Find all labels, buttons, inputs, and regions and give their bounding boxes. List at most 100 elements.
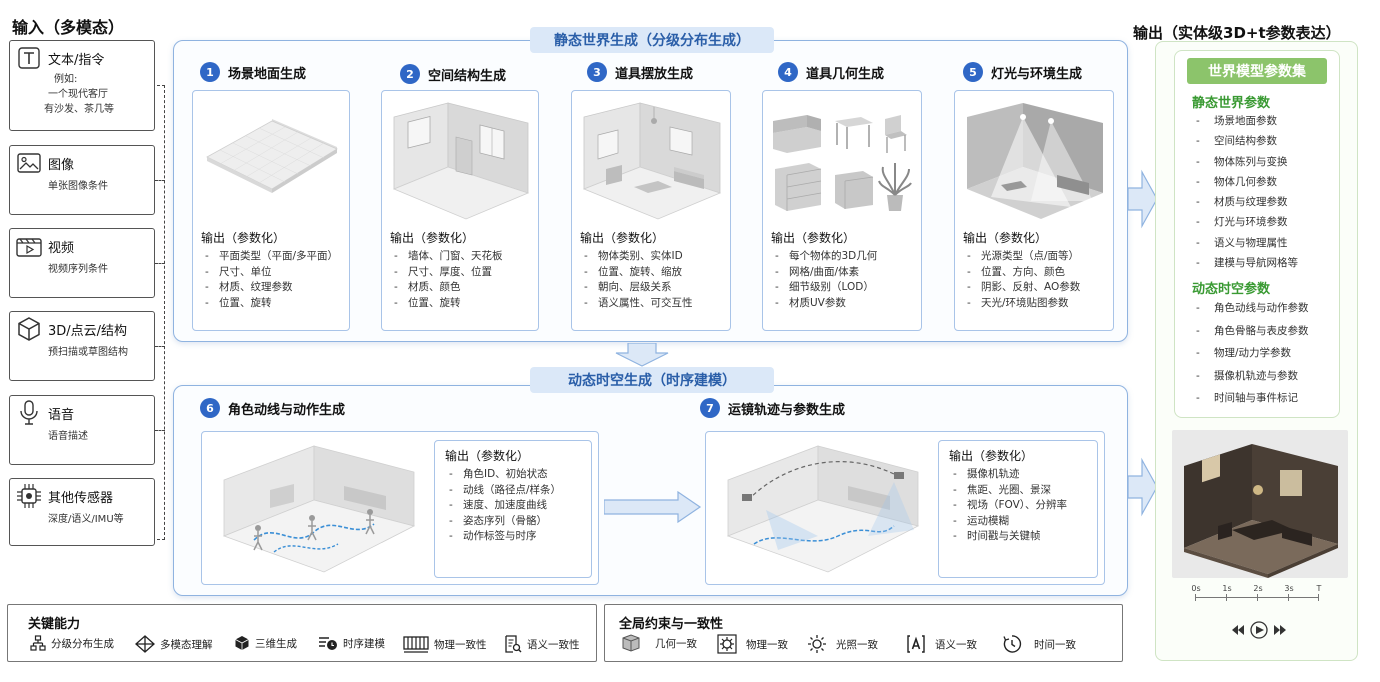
step-head-4: 4 道具几何生成 <box>778 62 884 82</box>
output-title: 输出（参数化） <box>963 231 1048 245</box>
param-item: 时间轴与事件标记 <box>1196 388 1309 411</box>
bracket-tick <box>155 346 165 347</box>
step-box-props[interactable]: 输出（参数化） 物体类别、实体ID 位置、旋转、缩放 朝向、层级关系 语义属性、… <box>571 90 731 331</box>
constraint-label: 时间一致 <box>1034 638 1076 651</box>
output-item: 时间戳与关键帧 <box>949 529 1087 545</box>
key-capabilities-title: 关键能力 <box>28 617 81 632</box>
step-head-5: 5 灯光与环境生成 <box>963 62 1082 82</box>
capability-item: 三维生成 <box>234 635 297 651</box>
camera-trajectory-illustration <box>726 445 920 573</box>
step-head-2: 2 空间结构生成 <box>400 64 506 84</box>
video-icon <box>16 234 42 258</box>
playback-controls[interactable] <box>1228 620 1290 640</box>
input-card-desc: 深度/语义/IMU等 <box>48 514 124 525</box>
input-card-video[interactable]: 视频 视频序列条件 <box>9 228 155 298</box>
input-card-title: 视频 <box>48 240 75 256</box>
bracket-tick <box>155 180 165 181</box>
prop-geometry-illustration <box>773 115 912 211</box>
step-number: 7 <box>700 398 720 418</box>
step-title: 道具摆放生成 <box>615 66 694 82</box>
param-item: 物理/动力学参数 <box>1196 343 1309 366</box>
global-constraints-title: 全局约束与一致性 <box>619 617 724 632</box>
constraint-label: 几何一致 <box>655 637 697 650</box>
output-item: 姿态序列（骨骼） <box>445 514 581 530</box>
rewind-icon <box>1232 625 1244 635</box>
input-card-desc: 例如: <box>54 74 78 85</box>
step-box-camera[interactable]: 输出（参数化） 摄像机轨迹 焦距、光圈、景深 视场（FOV）、分辨率 运动模糊 … <box>705 431 1105 585</box>
step-head-6: 6 角色动线与动作生成 <box>200 398 345 418</box>
step-title: 灯光与环境生成 <box>991 66 1083 82</box>
output-title: 输出（参数化） <box>390 231 475 245</box>
capability-label: 语义一致性 <box>527 638 580 651</box>
input-card-title: 其他传感器 <box>48 490 114 506</box>
right-arrow-icon <box>604 490 702 524</box>
output-arrow-icon <box>1128 169 1158 229</box>
capability-label: 三维生成 <box>255 637 297 650</box>
output-title: 输出（参数化） <box>949 449 1034 463</box>
output-item: 速度、加速度曲线 <box>445 498 581 514</box>
input-card-voice[interactable]: 语音 语音描述 <box>9 395 155 465</box>
render-preview <box>1172 430 1348 578</box>
step-title: 角色动线与动作生成 <box>228 402 346 418</box>
step-box-character[interactable]: 输出（参数化） 角色ID、初始状态 动线（路径点/样条） 速度、加速度曲线 姿态… <box>201 431 599 585</box>
semantic-doc-icon <box>505 635 522 653</box>
step-number: 6 <box>200 398 220 418</box>
constraint-item: 语义一致 <box>906 634 977 654</box>
input-card-desc: 预扫描或草图结构 <box>48 347 128 358</box>
capability-item: 语义一致性 <box>504 635 580 653</box>
step-number: 5 <box>963 62 983 82</box>
inputs-title: 输入（多模态） <box>12 18 125 37</box>
down-arrow-icon <box>615 343 669 367</box>
lighting-illustration <box>967 103 1103 219</box>
static-params-head: 静态世界参数 <box>1192 96 1271 111</box>
input-card-text[interactable]: 文本/指令 例如: 一个现代客厅 有沙发、茶几等 <box>9 40 155 131</box>
output-item: 物体类别、实体ID <box>580 249 726 265</box>
output-item: 光源类型（点/面等） <box>963 249 1109 265</box>
input-card-desc: 一个现代客厅 <box>48 89 108 100</box>
step-box-ground[interactable]: 输出（参数化） 平面类型（平面/多平面） 尺寸、单位 材质、纹理参数 位置、旋转 <box>192 90 350 331</box>
fast-forward-icon <box>1274 625 1286 635</box>
timeline-label: T <box>1316 584 1322 593</box>
step-box-lighting[interactable]: 输出（参数化） 光源类型（点/面等） 位置、方向、颜色 阴影、反射、AO参数 天… <box>954 90 1114 331</box>
input-card-image[interactable]: 图像 单张图像条件 <box>9 145 155 215</box>
timeline-label: 3s <box>1284 584 1294 593</box>
timeline-label: 0s <box>1191 584 1201 593</box>
input-card-desc: 语音描述 <box>48 431 88 442</box>
output-item: 材质UV参数 <box>771 296 917 312</box>
bracket-tick <box>155 263 165 264</box>
input-card-sensor[interactable]: 其他传感器 深度/语义/IMU等 <box>9 478 155 546</box>
output-item: 位置、旋转 <box>201 296 345 312</box>
rendered-room-illustration <box>1184 444 1338 578</box>
step-title: 空间结构生成 <box>428 68 507 84</box>
output-title: 输出（参数化） <box>580 231 665 245</box>
output-item: 尺寸、厚度、位置 <box>390 265 534 281</box>
timeline-clock-icon <box>319 637 337 650</box>
step-title: 运镜轨迹与参数生成 <box>728 402 846 418</box>
timeline-label: 1s <box>1222 584 1232 593</box>
step-box-geometry[interactable]: 输出（参数化） 每个物体的3D几何 网格/曲面/体素 细节级别（LOD） 材质U… <box>762 90 922 331</box>
params-badge: 世界模型参数集 <box>1187 58 1327 84</box>
dynamic-params-list: 角色动线与动作参数 角色骨骼与表皮参数 物理/动力学参数 摄像机轨迹与参数 时间… <box>1196 298 1309 411</box>
output-title: 输出（参数化） <box>771 231 856 245</box>
input-card-3d[interactable]: 3D/点云/结构 预扫描或草图结构 <box>9 311 155 381</box>
room-structure-illustration <box>392 102 530 220</box>
step-box-structure[interactable]: 输出（参数化） 墙体、门窗、天花板 尺寸、厚度、位置 材质、颜色 位置、旋转 <box>381 90 539 331</box>
geometry-cube-icon <box>622 634 640 652</box>
text-icon <box>16 46 42 70</box>
param-item: 空间结构参数 <box>1196 131 1298 151</box>
character-path-illustration <box>222 445 416 573</box>
output-item: 阴影、反射、AO参数 <box>963 280 1109 296</box>
static-params-list: 场景地面参数 空间结构参数 物体陈列与变换 物体几何参数 材质与纹理参数 灯光与… <box>1196 111 1298 273</box>
cube-icon <box>16 317 42 341</box>
step-title: 道具几何生成 <box>806 66 885 82</box>
output-title: 输出（参数化） <box>445 449 530 463</box>
sensor-icon <box>16 484 42 508</box>
step-title: 场景地面生成 <box>228 66 307 82</box>
constraint-label: 光照一致 <box>836 638 878 651</box>
camera-output: 输出（参数化） 摄像机轨迹 焦距、光圈、景深 视场（FOV）、分辨率 运动模糊 … <box>938 440 1098 578</box>
constraint-item: 物理一致 <box>717 634 788 654</box>
constraint-item: 几何一致 <box>621 634 697 652</box>
prop-placement-illustration <box>582 102 722 220</box>
hierarchy-icon <box>30 635 46 651</box>
output-item: 网格/曲面/体素 <box>771 265 917 281</box>
